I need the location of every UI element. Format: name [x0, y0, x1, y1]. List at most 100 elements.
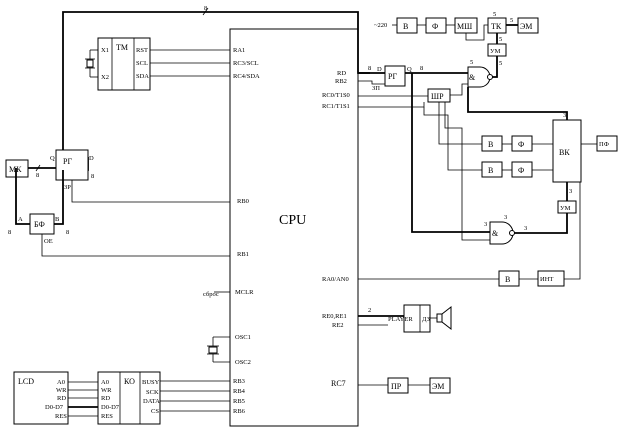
v-mid2-block: В: [481, 161, 503, 178]
bus-width-um: 5: [499, 60, 502, 67]
bus-width-vk-um: 3: [569, 188, 572, 195]
bus-width-and-mid-in: 3: [484, 221, 487, 228]
dz-label: ДЗ: [422, 316, 430, 323]
bf-label: БФ: [34, 220, 45, 229]
supply-label: ~220: [374, 22, 387, 29]
buffer-bf: БФ A B OE: [18, 213, 60, 245]
crystal-oscillator: [207, 336, 230, 363]
bus-width-bf-a: 8: [8, 229, 11, 236]
tm-block: TM X1 X2 RST SCL SDA: [85, 37, 230, 91]
pin-rb3: RB3: [233, 378, 245, 385]
mk-block: МК: [5, 159, 29, 178]
ko-left-2: RD: [101, 395, 110, 402]
player-block: PLAYER ДЗ: [388, 304, 431, 333]
v-mid2-label: В: [488, 166, 493, 175]
register-right: РГ D Q ЗП: [372, 65, 412, 92]
pin-rb5: RB5: [233, 398, 245, 405]
lcd-title: LCD: [18, 377, 34, 386]
and-top-label: &: [469, 73, 476, 82]
player-label: PLAYER: [388, 316, 413, 323]
pin-rc0: RC0/T1S0: [322, 92, 350, 99]
pin-ra1: RA1: [233, 47, 245, 54]
bus-width-and-mid-out: 3: [524, 225, 527, 232]
bus-width-q: 8: [420, 65, 423, 72]
vk-block: ВК: [552, 119, 582, 183]
cpu-block: CPU RA1 RC3/SCL RC4/SDA RB0 RB1 MCLR OSC…: [229, 28, 359, 427]
bus-width-bf-b: 8: [66, 229, 69, 236]
f-mid1-block: Ф: [511, 135, 533, 152]
pf-label: ПФ: [599, 141, 609, 148]
cpu-title: CPU: [279, 213, 306, 228]
pin-rc1: RC1/T1S1: [322, 103, 350, 110]
v-top-label: В: [403, 22, 408, 31]
int-block: ИНТ: [537, 270, 565, 287]
register-left: РГ Q D ЗР: [50, 149, 94, 191]
f-top-label: Ф: [432, 22, 438, 31]
msh-block: МШ: [454, 17, 478, 34]
pin-rc4: RC4/SDA: [233, 73, 260, 80]
shr-label: ШР: [431, 92, 444, 101]
ko-block: КО A0 WR RD D0-D7 RES BUSY SCK DATA CS: [97, 371, 161, 425]
ko-right-0: BUSY: [142, 379, 160, 386]
pin-rb0: RB0: [237, 198, 249, 205]
tm-sda: SDA: [136, 73, 149, 80]
pin-rb6: RB6: [233, 408, 246, 415]
em-top-block: ЭМ: [517, 17, 539, 34]
ko-right-1: SCK: [146, 389, 159, 396]
ko-title: КО: [124, 377, 135, 386]
em-bot-label: ЭМ: [432, 382, 444, 391]
vk-label: ВК: [559, 148, 570, 157]
bus-width-reg: 8: [91, 173, 94, 180]
tk-block: ТК: [487, 17, 507, 34]
tm-rst: RST: [136, 47, 148, 54]
pin-osc1: OSC1: [235, 334, 251, 341]
pr-block: ПР: [387, 377, 409, 394]
msh-label: МШ: [457, 22, 472, 31]
pin-re0: RE0,RE1: [322, 313, 347, 320]
v-adc-block: В: [498, 270, 520, 287]
reg-right-zp: ЗП: [372, 85, 380, 92]
pin-ra0: RA0/AN0: [322, 276, 349, 283]
reg-left-d: D: [89, 155, 94, 162]
bus-width-and: 5: [470, 59, 473, 66]
pin-rb2: RB2: [335, 78, 347, 85]
bf-b: B: [55, 216, 60, 223]
em-top-label: ЭМ: [520, 22, 532, 31]
bf-a: A: [18, 216, 23, 223]
pin-rc7: RC7: [331, 379, 346, 388]
bus-width-mk: 8: [36, 172, 39, 179]
reset-label: сброс: [203, 291, 219, 298]
lcd-pin-0: A0: [57, 379, 65, 386]
ko-right-2: DATA: [143, 398, 160, 405]
pin-rc3: RC3/SCL: [233, 60, 259, 67]
pin-osc2: OSC2: [235, 359, 251, 366]
reg-right-d: D: [377, 66, 382, 73]
bus-width-rd: 8: [368, 65, 371, 72]
f-mid2-label: Ф: [518, 166, 524, 175]
and-gate-top: &: [467, 66, 493, 88]
reg-right-label: РГ: [388, 72, 397, 81]
ko-left-1: WR: [101, 387, 112, 394]
tm-x1: X1: [101, 47, 109, 54]
pin-rd: RD: [337, 70, 346, 77]
lcd-pin-2: RD: [57, 395, 66, 402]
ko-left-4: RES: [101, 413, 113, 420]
f-mid2-block: Ф: [511, 161, 533, 178]
reg-right-q: Q: [407, 66, 412, 73]
lcd-block: LCD A0 WR RD D0-D7 RES: [13, 371, 69, 425]
um-top-block: УМ: [487, 43, 507, 57]
int-label: ИНТ: [540, 276, 553, 283]
v-mid1-block: В: [481, 135, 503, 152]
and-mid-label: &: [492, 229, 499, 238]
v-mid1-label: В: [488, 140, 493, 149]
tm-title: TM: [116, 43, 128, 52]
ko-right-3: CS: [151, 408, 159, 415]
and-gate-mid: &: [489, 221, 515, 245]
f-mid1-label: Ф: [518, 140, 524, 149]
em-bot-block: ЭМ: [429, 377, 451, 394]
bus-width-top: 8: [204, 5, 207, 12]
ko-left-0: A0: [101, 379, 109, 386]
um-mid-block: УМ: [557, 200, 577, 214]
reg-left-label: РГ: [63, 157, 72, 166]
